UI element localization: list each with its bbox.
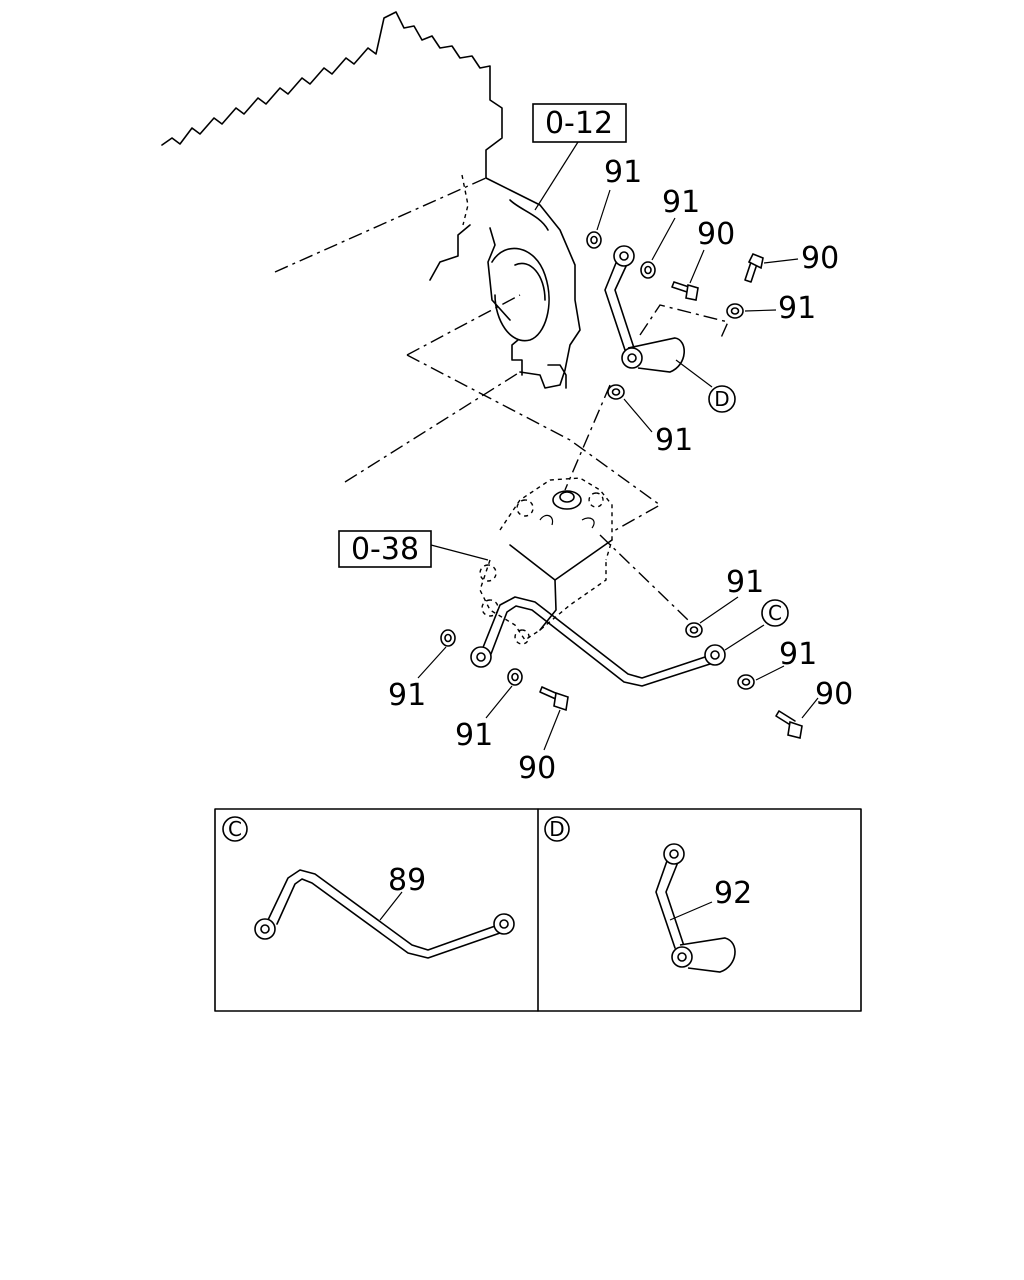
- engine-block-ref-label: 0-12: [545, 106, 613, 141]
- detail-c-marker: [222, 816, 248, 842]
- callout-c6: 91: [655, 423, 693, 458]
- bolt-icon[interactable]: [671, 281, 699, 301]
- pipe-c-assembly[interactable]: C: [470, 596, 789, 687]
- callout-c4: 90: [801, 241, 839, 276]
- detail-c-part-label: 89: [388, 863, 426, 898]
- alignment-lines: [344, 294, 729, 621]
- callout-c3: 90: [697, 217, 735, 252]
- detail-d-marker: [544, 816, 570, 842]
- washers: [440, 231, 755, 690]
- pump-ref-box[interactable]: 0-38: [338, 530, 489, 568]
- detail-d-part-label: 92: [714, 876, 752, 911]
- callout-labels: 91 91 90 90 91 91 91 91 90 91 91 90: [388, 155, 853, 786]
- detail-d-panel: D 92: [544, 816, 752, 973]
- detail-panels: C 89 D: [214, 808, 862, 1012]
- pipe-c-marker-label: C: [768, 601, 782, 625]
- bolts: [539, 252, 803, 739]
- pipe-d-assembly[interactable]: D: [604, 245, 736, 413]
- callout-c9: 90: [518, 751, 556, 786]
- callout-leaders: [417, 189, 819, 751]
- callout-c8: 91: [388, 678, 426, 713]
- detail-c-panel: C 89: [222, 816, 515, 959]
- bolt-icon[interactable]: [775, 710, 803, 739]
- callout-c5: 91: [778, 291, 816, 326]
- bolt-icon[interactable]: [744, 252, 764, 283]
- pump-ref-label: 0-38: [351, 532, 419, 567]
- pipe-92-icon[interactable]: [655, 843, 736, 973]
- callout-c12: 90: [815, 677, 853, 712]
- pump[interactable]: [479, 477, 613, 645]
- callout-c10: 91: [455, 718, 493, 753]
- bolt-icon[interactable]: [539, 686, 569, 712]
- detail-d-marker-label: D: [549, 817, 564, 841]
- callout-c2: 91: [662, 185, 700, 220]
- pipe-89-icon[interactable]: [254, 869, 515, 959]
- detail-c-marker-label: C: [228, 817, 242, 841]
- pipe-c-marker: [761, 599, 789, 627]
- callout-c1: 91: [604, 155, 642, 190]
- engine-block: [161, 11, 581, 389]
- callout-c7: 91: [726, 565, 764, 600]
- pipe-d-marker: [708, 385, 736, 413]
- engine-block-ref-box[interactable]: 0-12: [532, 103, 627, 211]
- pipe-d-marker-label: D: [714, 387, 729, 411]
- callout-c11: 91: [779, 637, 817, 672]
